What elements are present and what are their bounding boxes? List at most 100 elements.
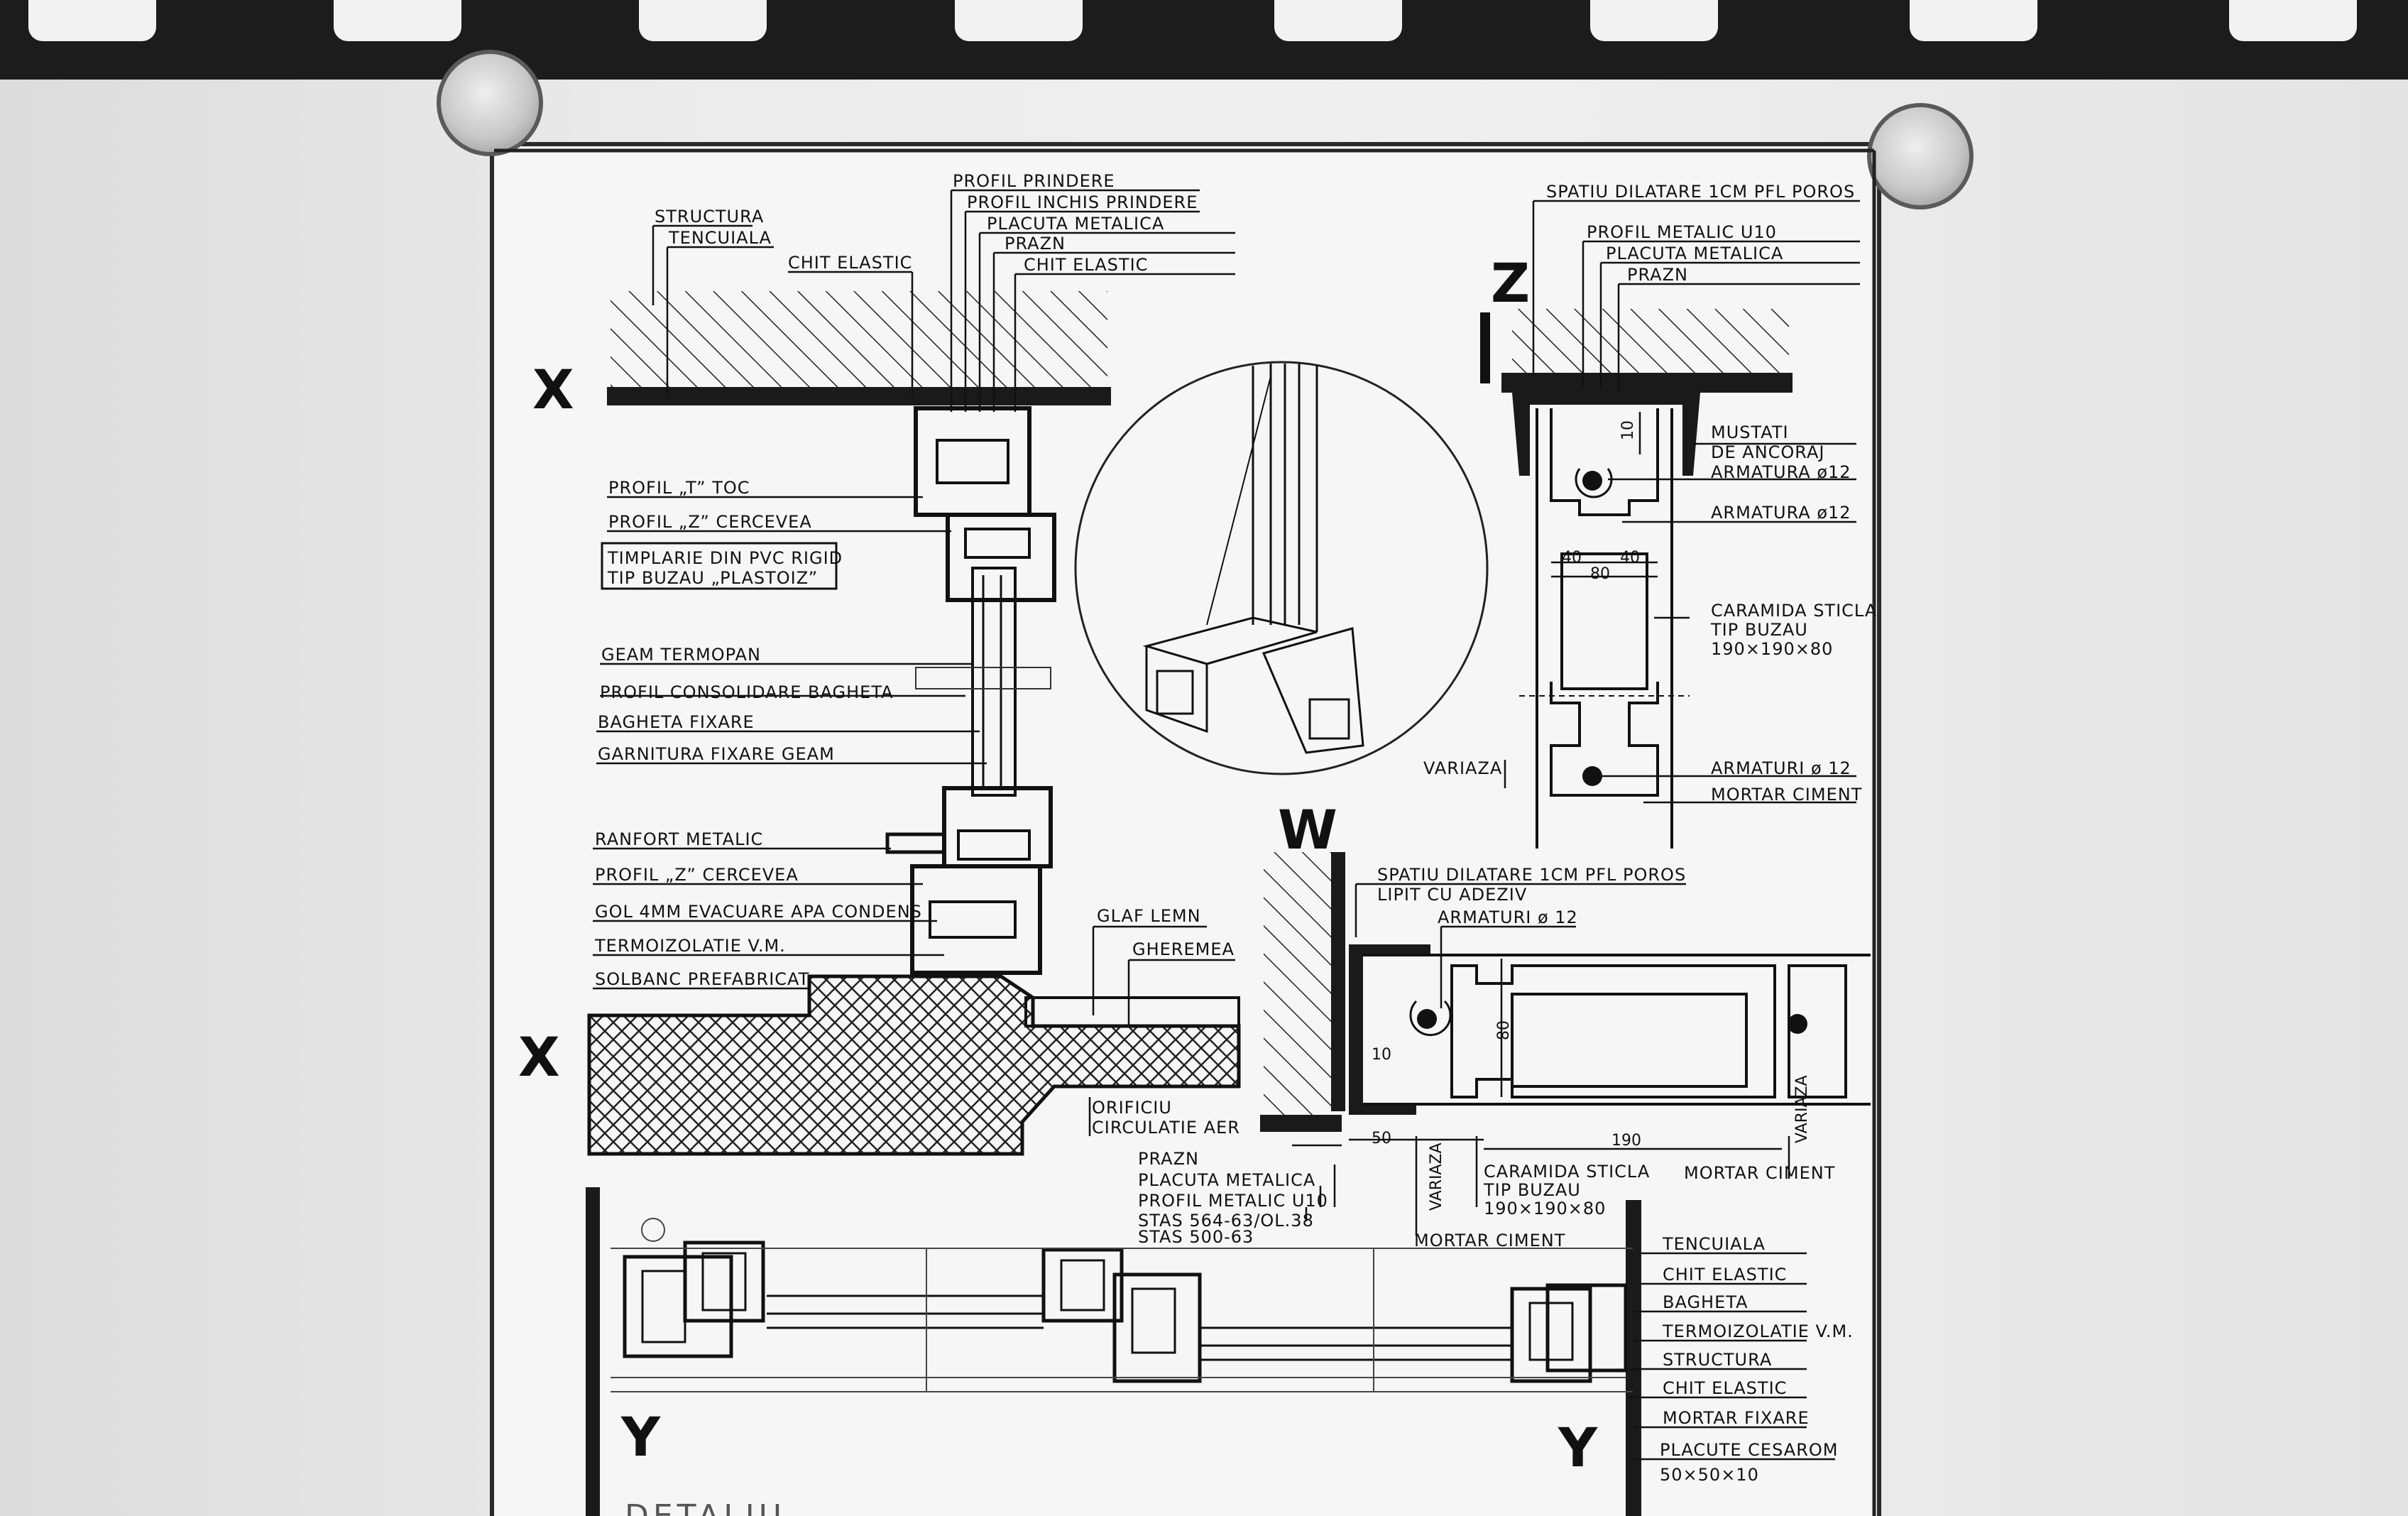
plaster-layer [607, 387, 1111, 405]
wall-right-y [1626, 1200, 1641, 1516]
label-gheremea: GHEREMEA [1132, 939, 1235, 959]
section-mark-x-bottom: X [518, 1025, 560, 1089]
dim-80-z: 80 [1590, 565, 1610, 583]
label-mortar-fixare: MORTAR FIXARE [1663, 1408, 1810, 1428]
label-lipit-cu-adeziv: LIPIT CU ADEZIV [1377, 885, 1527, 905]
wall-left-y [586, 1187, 600, 1516]
label-glaf-lemn: GLAF LEMN [1097, 906, 1201, 926]
perspective-detail-circle [1074, 361, 1489, 775]
label-stas-500: STAS 500-63 [1138, 1227, 1254, 1247]
label-profil-z-cercevea-2: PROFIL „Z” CERCEVEA [595, 865, 799, 885]
label-armaturi-12-w: ARMATURI ø 12 [1438, 907, 1578, 927]
thumbtack-icon [437, 50, 543, 156]
label-structura-y: STRUCTURA [1663, 1350, 1772, 1370]
label-termoizolatie-vm: TERMOIZOLATIE V.M. [594, 936, 786, 956]
wall-structure-hatch [611, 291, 1107, 387]
label-tip-buzau-w: TIP BUZAU [1483, 1180, 1581, 1200]
label-chit-elastic-y: CHIT ELASTIC [1663, 1265, 1787, 1285]
label-dim-caramida-w: 190×190×80 [1484, 1199, 1606, 1218]
film-sprocket-hole [955, 0, 1083, 41]
label-mortar-ciment-w-right: MORTAR CIMENT [1684, 1163, 1835, 1183]
label-profil-inchis-prindere: PROFIL INCHIS PRINDERE [967, 192, 1198, 212]
label-prazn-z: PRAZN [1627, 265, 1688, 285]
section-mark-y-right: Y [1558, 1416, 1598, 1479]
film-sprocket-hole [2229, 0, 2357, 41]
label-solbanc-prefabricat: SOLBANC PREFABRICAT [595, 969, 809, 989]
dim-10-z: 10 [1619, 420, 1637, 440]
detail-x-section: X X STRUCTURA TENCUIALA CHIT ELASTIC PRO… [518, 171, 1241, 1156]
label-spatiu-dilatare-z: SPATIU DILATARE 1CM PFL POROS [1546, 182, 1855, 202]
label-mortar-ciment-z: MORTAR CIMENT [1711, 785, 1862, 805]
dim-40-right: 40 [1620, 549, 1640, 567]
section-mark-x-top: X [532, 358, 574, 421]
film-strip [0, 0, 2408, 80]
label-structura: STRUCTURA [655, 207, 764, 227]
label-profil-z-cercevea: PROFIL „Z” CERCEVEA [608, 512, 812, 532]
thumbtack-icon [1867, 103, 1974, 209]
label-timplarie-pvc: TIMPLARIE DIN PVC RIGID [607, 548, 843, 568]
label-armatura-12-a: ARMATURA ø12 [1711, 462, 1851, 482]
label-prazn: PRAZN [1005, 234, 1066, 253]
film-sprocket-hole [1274, 0, 1402, 41]
label-prazn-w: PRAZN [1138, 1149, 1199, 1169]
label-placuta-metalica: PLACUTA METALICA [987, 214, 1164, 234]
label-mortar-ciment-w-bottom: MORTAR CIMENT [1414, 1231, 1565, 1250]
label-caramida-sticla-w: CARAMIDA STICLA [1484, 1162, 1650, 1182]
u10-profile-w [1349, 944, 1430, 1115]
label-stas-564: STAS 564-63/OL.38 [1138, 1211, 1314, 1231]
label-termoizolatie-y: TERMOIZOLATIE V.M. [1662, 1321, 1854, 1341]
label-profil-metalic-u10-w: PROFIL METALIC U10 [1138, 1191, 1328, 1211]
wall-hatch-w [1264, 852, 1331, 1122]
film-sprocket-hole [1590, 0, 1718, 41]
detail-w-section: W SPATIU DILATARE 1CM PFL POROS LIPIT CU… [1138, 798, 1871, 1250]
label-variaza-z: VARIAZA [1423, 758, 1502, 778]
label-profil-t-toc: PROFIL „T” TOC [608, 478, 750, 498]
label-tencuiala: TENCUIALA [668, 228, 772, 248]
label-placuta-metalica-z: PLACUTA METALICA [1606, 244, 1783, 263]
label-chit-elastic-2: CHIT ELASTIC [1024, 255, 1148, 275]
dim-10-w: 10 [1372, 1046, 1391, 1064]
label-ranfort-metalic: RANFORT METALIC [595, 829, 763, 849]
detail-z-section: Z SPATIU DILATARE 1CM PFL POROS PROFIL M… [1423, 182, 1877, 849]
label-chit-elastic-y-2: CHIT ELASTIC [1663, 1378, 1787, 1398]
section-mark-z: Z [1491, 251, 1530, 315]
dim-190-w: 190 [1611, 1132, 1641, 1150]
label-tip-buzau-plastoiz: TIP BUZAU „PLASTOIZ” [607, 568, 818, 588]
label-armatura-12-b: ARMATURA ø12 [1711, 503, 1851, 523]
label-variaza-w-right: VARIAZA [1793, 1075, 1811, 1143]
label-tencuiala-y: TENCUIALA [1662, 1234, 1766, 1254]
film-sprocket-hole [1910, 0, 2037, 41]
dim-40-left: 40 [1562, 549, 1582, 567]
film-sprocket-hole [28, 0, 156, 41]
label-gol-evacuare-apa: GOL 4MM EVACUARE APA CONDENS [595, 902, 922, 922]
film-sprocket-hole [334, 0, 461, 41]
label-armaturi-12-z: ARMATURI ø 12 [1711, 758, 1851, 778]
detail-y-section: Y Y TENCUIALA CHIT ELASTIC BAGHETA TERMO… [586, 1187, 1854, 1516]
wall-hatch-z [1512, 309, 1789, 376]
label-de-ancoraj: DE ANCORAJ [1711, 442, 1825, 462]
material-note-box [601, 542, 838, 590]
label-bagheta-y: BAGHETA [1663, 1292, 1748, 1312]
label-spatiu-dilatare-w: SPATIU DILATARE 1CM PFL POROS [1377, 865, 1686, 885]
label-geam-termopan: GEAM TERMOPAN [601, 645, 761, 665]
label-mustati: MUSTATI [1711, 422, 1789, 442]
wood-ledge [1024, 996, 1240, 1027]
footer-detail-title: DETALIU [625, 1498, 786, 1516]
label-profil-consolidare-bagheta: PROFIL CONSOLIDARE BAGHETA [600, 682, 894, 702]
film-sprocket-hole [639, 0, 767, 41]
label-placuta-metalica-w: PLACUTA METALICA [1138, 1170, 1315, 1190]
dim-50-w: 50 [1372, 1130, 1391, 1147]
label-bagheta-fixare: BAGHETA FIXARE [598, 712, 755, 732]
label-profil-prindere: PROFIL PRINDERE [953, 171, 1115, 191]
label-orificiu: ORIFICIU [1092, 1098, 1172, 1118]
label-variaza-w-left: VARIAZA [1428, 1143, 1445, 1211]
label-circulatie-aer: CIRCULATIE AER [1092, 1118, 1240, 1138]
u10-profile [1512, 393, 1700, 476]
label-chit-elastic: CHIT ELASTIC [788, 253, 912, 273]
section-mark-y-left: Y [620, 1405, 661, 1468]
label-dim-caramida-z: 190×190×80 [1711, 639, 1833, 659]
label-caramida-sticla-z: CARAMIDA STICLA [1711, 601, 1877, 621]
dim-80-w: 80 [1495, 1020, 1513, 1040]
label-garnitura-fixare-geam: GARNITURA FIXARE GEAM [598, 744, 835, 764]
